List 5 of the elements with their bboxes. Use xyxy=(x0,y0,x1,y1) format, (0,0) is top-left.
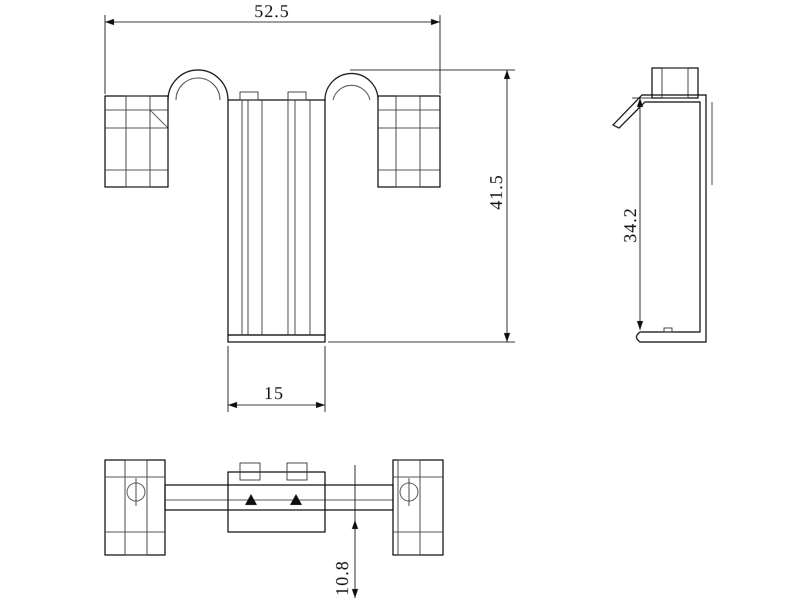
dimension-label: 34.2 xyxy=(621,206,639,244)
dimension-label: 41.5 xyxy=(487,173,505,211)
dimension-label: 15 xyxy=(263,384,285,402)
dimension-label: 10.8 xyxy=(333,559,351,597)
dimension-label: 52.5 xyxy=(253,2,291,20)
